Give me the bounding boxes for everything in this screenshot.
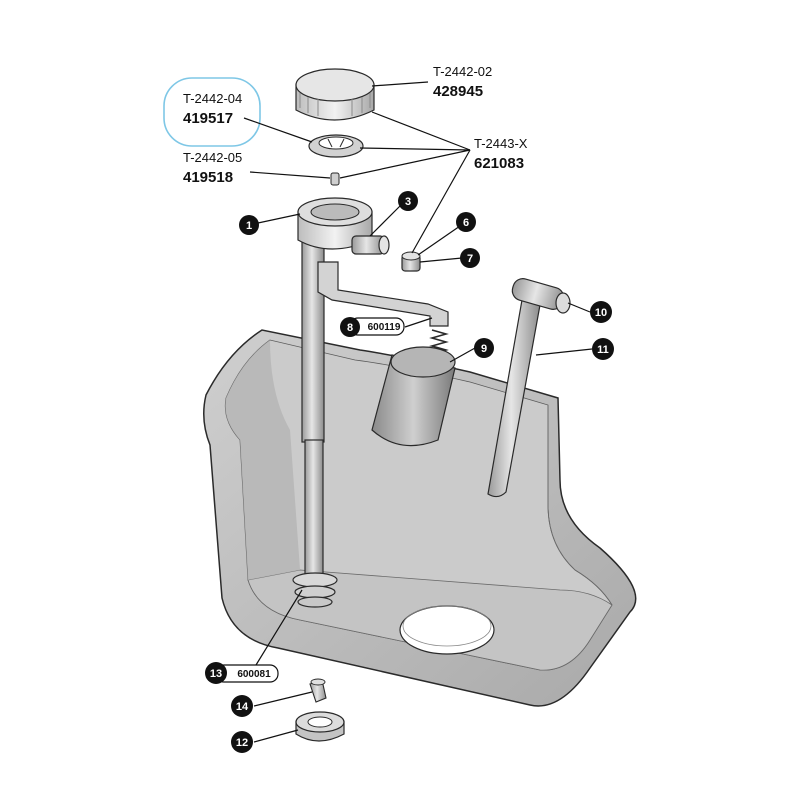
label-pin-code: T-2442-05 xyxy=(183,150,242,165)
leader-lines xyxy=(243,81,593,743)
label-pin-number: 419518 xyxy=(183,169,233,186)
label-seal-ring-code: T-2442-04 xyxy=(183,91,242,106)
callout-8: 8 xyxy=(340,317,360,337)
svg-text:11: 11 xyxy=(597,344,609,356)
callout-11: 11 xyxy=(592,338,614,360)
svg-text:1: 1 xyxy=(246,220,252,232)
label-cap: T-2442-02 428945 xyxy=(433,64,492,100)
lock-nut xyxy=(295,711,345,742)
callout-9: 9 xyxy=(474,338,494,358)
svg-text:3: 3 xyxy=(405,196,411,208)
callout-14: 14 xyxy=(231,695,253,717)
pin xyxy=(330,172,340,186)
svg-text:14: 14 xyxy=(236,701,249,713)
svg-text:10: 10 xyxy=(595,307,607,319)
svg-text:13: 13 xyxy=(210,668,222,680)
label-kit-code: T-2443-X xyxy=(474,136,528,151)
svg-text:8: 8 xyxy=(347,322,353,334)
svg-text:9: 9 xyxy=(481,343,487,355)
label-kit: T-2443-X 621083 xyxy=(474,136,528,172)
svg-text:7: 7 xyxy=(467,253,473,265)
nut-small xyxy=(401,251,421,272)
callout-3: 3 xyxy=(398,191,418,211)
svg-text:6: 6 xyxy=(463,217,469,229)
seal-ring xyxy=(308,134,364,158)
callout-7: 7 xyxy=(460,248,480,268)
pill-label-8: 600119 xyxy=(368,322,401,333)
callout-10: 10 xyxy=(590,301,612,323)
label-cap-code: T-2442-02 xyxy=(433,64,492,79)
svg-text:12: 12 xyxy=(236,737,248,749)
callout-12: 12 xyxy=(231,731,253,753)
label-kit-number: 621083 xyxy=(474,155,524,172)
top-cap xyxy=(295,68,375,121)
callout-13: 13 xyxy=(205,662,227,684)
float xyxy=(371,346,456,447)
callout-1: 1 xyxy=(239,215,259,235)
washer-part xyxy=(309,678,327,703)
overflow-tube xyxy=(487,278,571,498)
pill-label-13: 600081 xyxy=(237,669,271,680)
label-seal-ring-number: 419517 xyxy=(183,110,233,127)
callout-6: 6 xyxy=(456,212,476,232)
label-seal-ring: T-2442-04 419517 xyxy=(183,91,242,127)
label-cap-number: 428945 xyxy=(433,83,483,100)
valve-body xyxy=(297,197,390,255)
label-pin: T-2442-05 419518 xyxy=(183,150,242,186)
highlight-ring xyxy=(163,77,261,147)
